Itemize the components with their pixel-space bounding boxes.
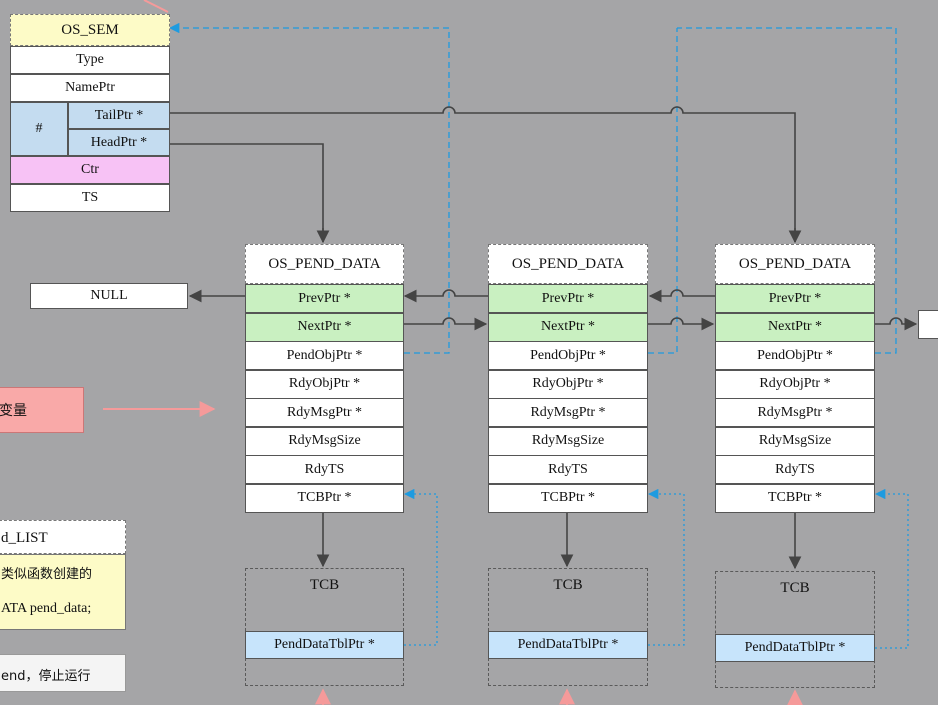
pend-data-field: TCBPtr * [488, 483, 648, 513]
pend-obj-links [168, 22, 897, 354]
pend-data-tbl-ptr: PendDataTblPtr * [488, 631, 648, 659]
os-sem-headptr: HeadPtr * [68, 129, 170, 156]
pend-data-field: PrevPtr * [245, 284, 404, 313]
pend-data-field: PrevPtr * [488, 284, 648, 313]
head-tail-links [170, 106, 796, 242]
tcb-block: TCB [245, 568, 404, 686]
pend-data-field: NextPtr * [488, 312, 648, 342]
pend-data-field: RdyObjPtr * [715, 369, 875, 399]
pend-data-field: PendObjPtr * [488, 341, 648, 370]
pend-data-field: NextPtr * [715, 312, 875, 342]
os-sem-nameptr: NamePtr [10, 74, 170, 102]
note-box: 变量 [0, 387, 84, 433]
pend-data-field: PrevPtr * [715, 284, 875, 313]
pend-data-field: RdyObjPtr * [488, 369, 648, 399]
tcb-title: TCB [553, 577, 583, 593]
note-text: 变量 [0, 403, 27, 419]
os-sem-hash: # [10, 102, 68, 156]
os-sem-ts: TS [10, 184, 170, 212]
pend-data-field: RdyMsgPtr * [245, 398, 404, 427]
prev-links [188, 289, 715, 303]
pend-list-line2: ATA pend_data; [1, 601, 92, 616]
tcb-block: TCB [715, 571, 875, 688]
tcb-back-links [403, 488, 909, 649]
pend-data-field: RdyTS [488, 455, 648, 484]
os-sem-ctr: Ctr [10, 156, 170, 184]
pend-data-tbl-ptr: PendDataTblPtr * [245, 631, 404, 659]
pend-data-field: TCBPtr * [715, 483, 875, 513]
pend-data-field: NextPtr * [245, 312, 404, 342]
tcb-links [316, 510, 802, 570]
pend-data-field: RdyTS [245, 455, 404, 484]
pend-data-header: OS_PEND_DATA [245, 244, 404, 284]
pend-data-field: RdyMsgSize [488, 426, 648, 456]
pend-data-field: TCBPtr * [245, 483, 404, 513]
pend-list-body: 类似函数创建的 ATA pend_data; [0, 554, 126, 630]
tcb-block: TCB [488, 568, 648, 686]
pend-list-line1: 类似函数创建的 [1, 567, 93, 582]
pend-data-field: RdyMsgPtr * [488, 398, 648, 427]
pend-data-header: OS_PEND_DATA [488, 244, 648, 284]
pend-data-field: PendObjPtr * [245, 341, 404, 370]
os-sem-header: OS_SEM [10, 14, 170, 46]
pink-arrows [103, 0, 803, 705]
next-links [404, 317, 918, 331]
pend-data-field: RdyObjPtr * [245, 369, 404, 399]
tcb-title: TCB [780, 580, 810, 596]
pend-data-field: RdyMsgSize [245, 426, 404, 456]
pend-data-field: PendObjPtr * [715, 341, 875, 370]
pend-data-tbl-ptr: PendDataTblPtr * [715, 634, 875, 662]
pend-data-field: RdyTS [715, 455, 875, 484]
pend-list-panel: d_LIST 类似函数创建的 ATA pend_data; end，停止运行 [0, 520, 126, 692]
tcb-title: TCB [309, 577, 340, 593]
pend-list-line3: end，停止运行 [1, 669, 91, 684]
pend-data-field: RdyMsgPtr * [715, 398, 875, 427]
next-partial-box [918, 310, 938, 339]
os-sem-type: Type [10, 46, 170, 74]
pend-data-field: RdyMsgSize [715, 426, 875, 456]
null-box: NULL [30, 283, 188, 309]
pend-data-header: OS_PEND_DATA [715, 244, 875, 284]
pend-list-footer: end，停止运行 [0, 654, 126, 692]
pend-list-title: d_LIST [0, 520, 126, 554]
os-sem-tailptr: TailPtr * [68, 102, 170, 129]
